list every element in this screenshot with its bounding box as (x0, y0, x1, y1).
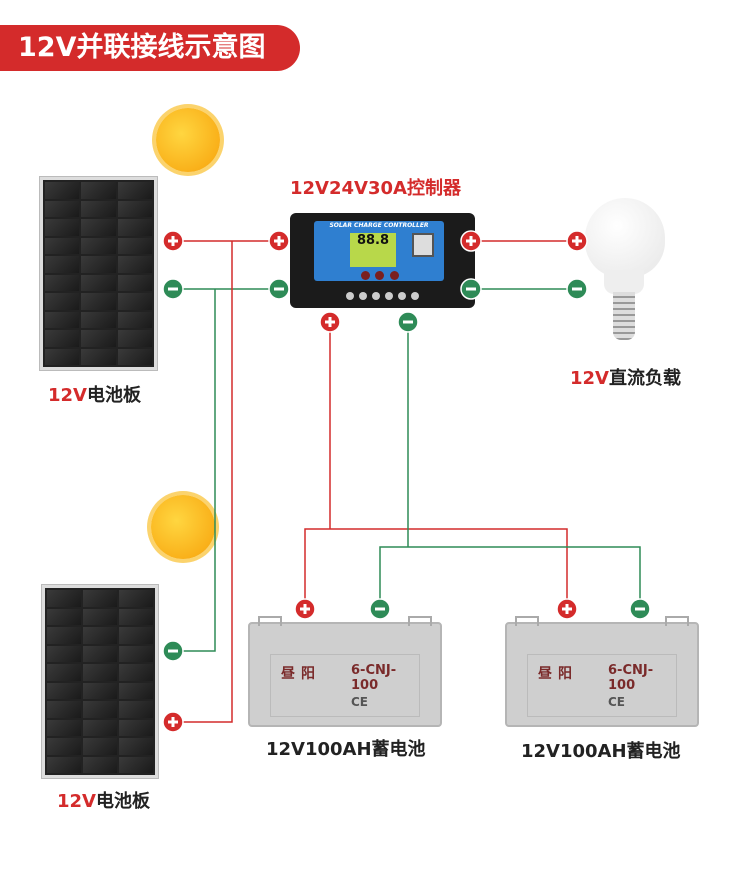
solar-panel-2 (42, 585, 158, 778)
wire (304, 528, 568, 609)
plus-terminal-icon (460, 230, 482, 252)
title-banner: 12V并联接线示意图 (0, 25, 300, 71)
plus-terminal-icon (319, 311, 341, 333)
bulb-base (613, 292, 635, 340)
battery-model: 6-CNJ-100 (608, 663, 654, 693)
solar-panel-1 (40, 177, 157, 370)
controller-label-text: 12V24V30A控制器 (290, 178, 461, 199)
battery-brand: 昼阳 (281, 666, 321, 682)
panel-1-label: 12V电池板 (48, 381, 141, 407)
usb-port-icon (412, 233, 434, 257)
wire (173, 289, 216, 652)
battery-model: 6-CNJ-100 (351, 663, 397, 693)
minus-terminal-icon (162, 278, 184, 300)
voltage: 12V (570, 368, 609, 389)
minus-terminal-icon (629, 598, 651, 620)
minus-terminal-icon (268, 278, 290, 300)
bulb-neck (604, 270, 644, 294)
plus-terminal-icon (556, 598, 578, 620)
minus-terminal-icon (566, 278, 588, 300)
name: 电池板 (86, 385, 141, 406)
battery-2-label: 12V100AH蓄电池 (521, 741, 681, 762)
voltage: 12V (57, 791, 96, 812)
plus-terminal-icon (566, 230, 588, 252)
battery-1-label: 12V100AH蓄电池 (266, 739, 426, 760)
wire (173, 241, 233, 723)
minus-terminal-icon (369, 598, 391, 620)
voltage: 12V (48, 385, 87, 406)
plus-terminal-icon (162, 711, 184, 733)
controller-label: 12V24V30A控制器 (290, 174, 461, 200)
minus-terminal-icon (460, 278, 482, 300)
minus-terminal-icon (397, 311, 419, 333)
ce-mark: CE (351, 695, 369, 709)
panel-2-label: 12V电池板 (57, 787, 150, 813)
wire (379, 546, 641, 609)
name: 直流负载 (608, 368, 681, 389)
sun-icon (156, 108, 220, 172)
light-bulb (585, 198, 665, 278)
load-label: 12V直流负载 (570, 364, 681, 390)
lcd-display: 88.8 (350, 233, 396, 267)
controller-button (361, 271, 370, 280)
plus-terminal-icon (294, 598, 316, 620)
name: 电池板 (95, 791, 150, 812)
ce-mark: CE (608, 695, 626, 709)
minus-terminal-icon (162, 640, 184, 662)
controller-button (375, 271, 384, 280)
plus-terminal-icon (268, 230, 290, 252)
sun-icon (151, 495, 215, 559)
controller-caption: SOLAR CHARGE CONTROLLER (329, 222, 429, 229)
controller-button (390, 271, 399, 280)
controller-face: SOLAR CHARGE CONTROLLER 88.8 (314, 221, 444, 281)
charge-controller: SOLAR CHARGE CONTROLLER 88.8 (290, 213, 475, 308)
battery-brand: 昼阳 (538, 666, 578, 682)
plus-terminal-icon (162, 230, 184, 252)
